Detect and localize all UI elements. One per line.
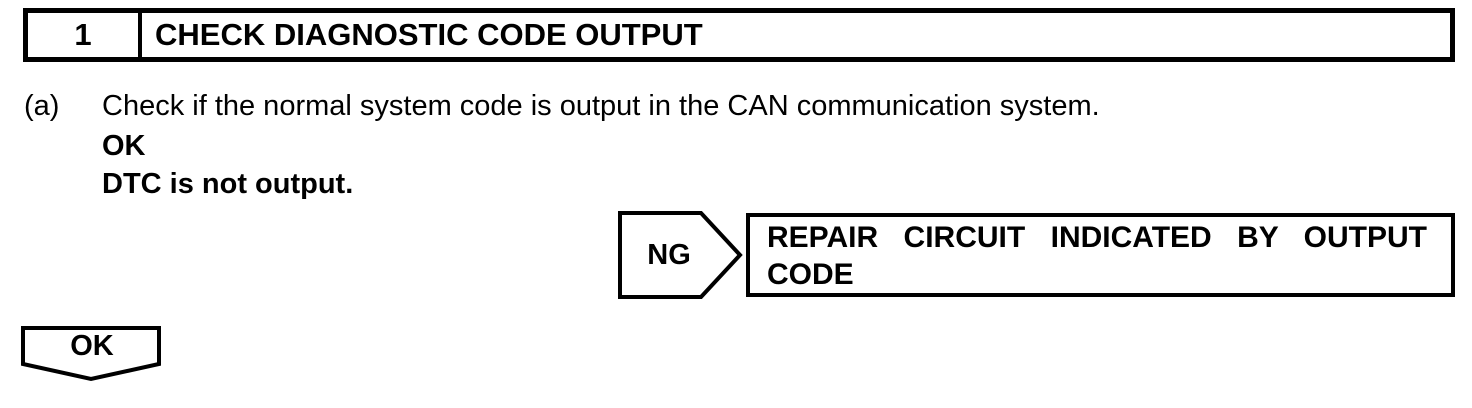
ng-connector: NG xyxy=(618,211,744,299)
step-number: 1 xyxy=(28,13,142,57)
instruction-item-label: (a) xyxy=(24,90,60,122)
judgement-ok-label: OK xyxy=(102,130,146,162)
instruction-text: Check if the normal system code is outpu… xyxy=(102,90,1100,122)
step-header: 1 CHECK DIAGNOSTIC CODE OUTPUT xyxy=(23,8,1455,62)
ok-connector-label: OK xyxy=(70,329,114,362)
ok-connector: OK xyxy=(21,326,163,384)
ng-action-box: REPAIR CIRCUIT INDICATED BY OUTPUT CODE xyxy=(746,213,1455,297)
ng-action-text: REPAIR CIRCUIT INDICATED BY OUTPUT CODE xyxy=(767,221,1427,291)
ng-connector-label: NG xyxy=(647,238,691,271)
judgement-criteria-text: DTC is not output. xyxy=(102,168,354,200)
ng-pentagon-right-icon xyxy=(618,211,743,299)
step-title: CHECK DIAGNOSTIC CODE OUTPUT xyxy=(155,17,703,52)
ok-pentagon-down-icon xyxy=(21,326,161,382)
